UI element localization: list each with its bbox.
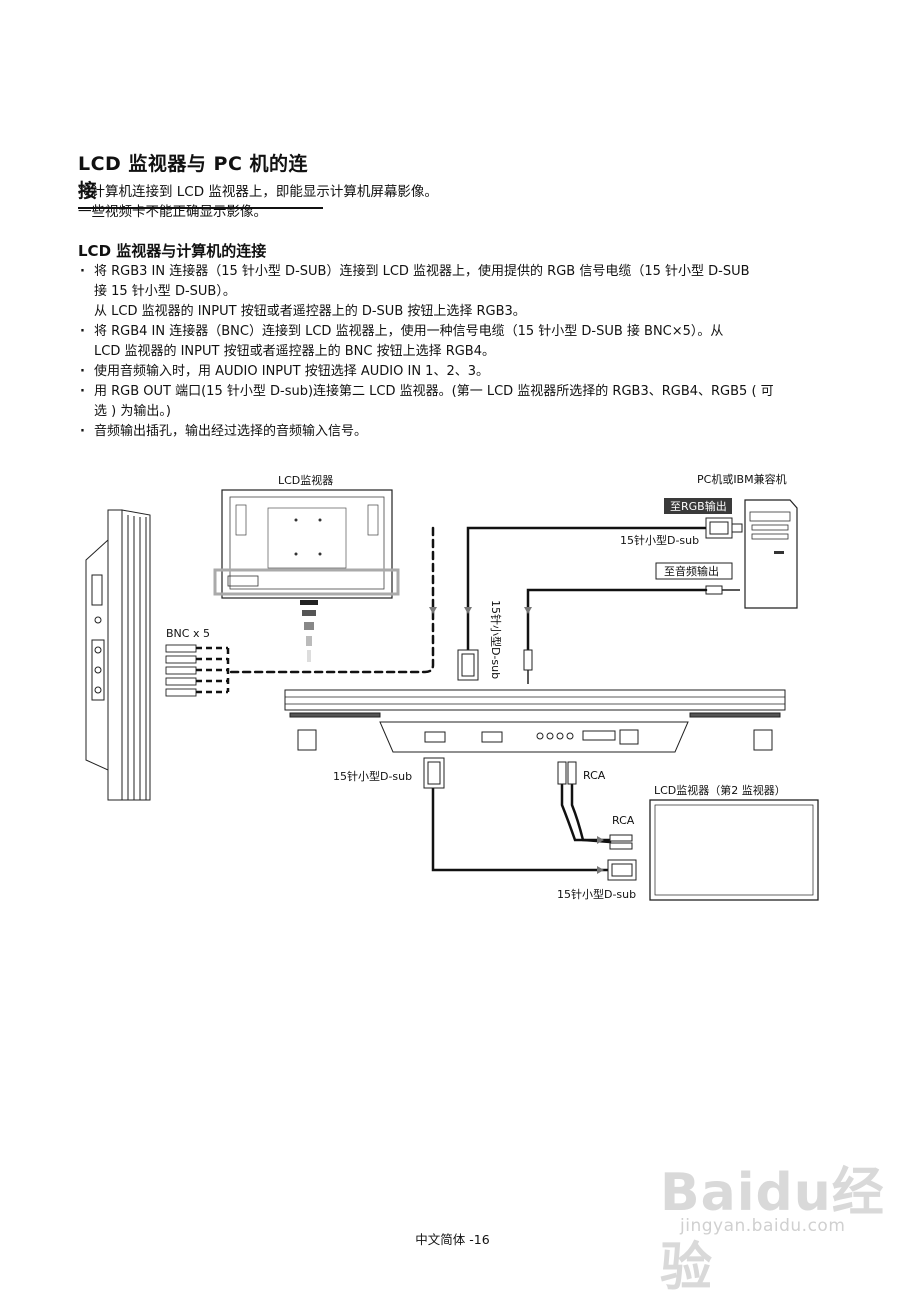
bullet-item: 音频输出插孔，输出经过选择的音频输入信号。 (78, 422, 838, 442)
bullet-item: 将 RGB3 IN 连接器（15 针小型 D-SUB）连接到 LCD 监视器上，… (78, 262, 838, 282)
bullet-continuation: 接 15 针小型 D-SUB）。 (94, 284, 236, 299)
intro-text: 将计算机连接到 LCD 监视器上，即能显示计算机屏幕影像。 一些视频卡不能正确显… (78, 182, 438, 222)
section-subtitle: LCD 监视器与计算机的连接 (78, 242, 267, 260)
bullet-item: 用 RGB OUT 端口(15 针小型 D-sub)连接第二 LCD 监视器。(… (78, 382, 838, 402)
pc-label: PC机或IBM兼容机 (697, 472, 787, 486)
page-title: LCD 监视器与 PC 机的连接 (78, 149, 323, 209)
lcd-monitor-label: LCD监视器 (278, 473, 333, 487)
second-lcd-label: LCD监视器（第2 监视器） (654, 783, 786, 797)
cables (226, 526, 708, 872)
to-audio-label: 至音频输出 (664, 564, 719, 578)
bullet-item: 使用音频输入时，用 AUDIO INPUT 按钮选择 AUDIO IN 1、2、… (78, 362, 838, 382)
rca-plugs-bottom (557, 761, 577, 785)
bullet-list: 将 RGB3 IN 连接器（15 针小型 D-SUB）连接到 LCD 监视器上，… (78, 262, 838, 442)
audio-plug-top (523, 649, 533, 684)
rca-label-bottom: RCA (583, 769, 606, 782)
intro-line: 将计算机连接到 LCD 监视器上，即能显示计算机屏幕影像。 (78, 184, 438, 200)
intro-line: 一些视频卡不能正确显示影像。 (78, 204, 267, 220)
monitor-side-view (85, 509, 151, 801)
audio-jack-pc (705, 585, 740, 595)
dsub-label-bottom: 15针小型D-sub (333, 769, 412, 783)
rca-label-second: RCA (612, 814, 635, 827)
dsub-label-vertical: 15针小型D-sub (489, 600, 503, 679)
connection-diagram: LCD监视器 PC机或IBM兼容机 至RGB输出 15针小型D-sub 至音频输… (85, 472, 819, 901)
pc-tower: PC机或IBM兼容机 (697, 472, 798, 609)
to-rgb-output-tag: 至RGB输出 (664, 498, 732, 514)
bullet-continuation: 从 LCD 监视器的 INPUT 按钮或者遥控器上的 D-SUB 按钮上选择 R… (94, 304, 526, 319)
dsub-connector-vertical (457, 649, 479, 681)
watermark-url: jingyan.baidu.com (680, 1216, 846, 1236)
bullet-item: 将 RGB4 IN 连接器（BNC）连接到 LCD 监视器上，使用一种信号电缆（… (78, 322, 838, 342)
lcd-bottom-panel (284, 689, 786, 753)
lcd-rear-view: LCD监视器 (213, 473, 400, 662)
to-rgb-label: 至RGB输出 (670, 499, 727, 513)
rca-plugs-second (609, 834, 633, 850)
dsub-label-pc: 15针小型D-sub (620, 533, 699, 547)
bullet-continuation: 选 ) 为输出。) (94, 404, 171, 419)
bnc-connectors (165, 644, 230, 697)
dsub-connector-bottom (423, 757, 445, 789)
second-lcd-monitor (649, 799, 819, 901)
dsub-label-second: 15针小型D-sub (557, 887, 636, 901)
page-footer: 中文简体 -16 (415, 1232, 490, 1247)
to-audio-output-tag: 至音频输出 (655, 562, 733, 580)
pc-dsub-connector (705, 517, 743, 539)
bullet-continuation: LCD 监视器的 INPUT 按钮或者遥控器上的 BNC 按钮上选择 RGB4。 (94, 344, 495, 359)
dsub-connector-second (607, 859, 637, 881)
bnc-label: BNC x 5 (166, 627, 210, 640)
